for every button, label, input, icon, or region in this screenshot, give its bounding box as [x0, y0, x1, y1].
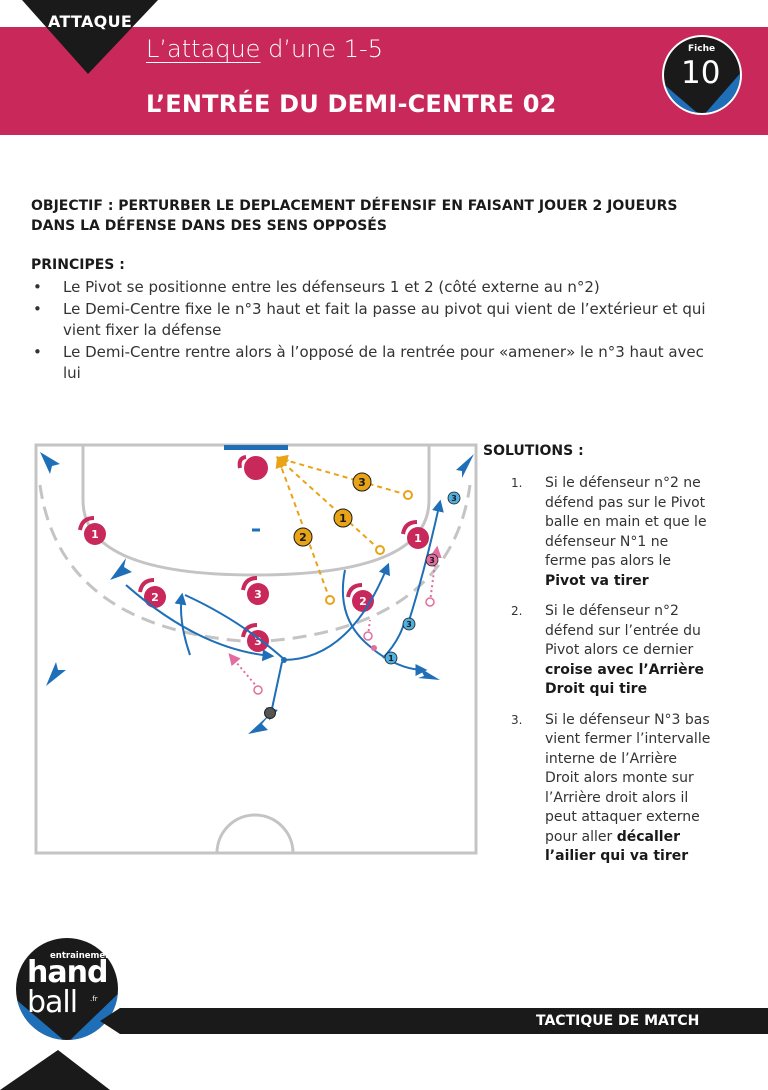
- solutions-list: 1.Si le défenseur n°2 ne défend pas sur …: [511, 474, 711, 878]
- svg-text:1: 1: [388, 654, 394, 663]
- attacker-right-wing-icon: [456, 454, 474, 478]
- logo-small-text: entrainement: [50, 951, 116, 961]
- def-label: 2: [151, 591, 159, 604]
- free-throw-line: [38, 484, 472, 644]
- def-label: 1: [414, 532, 422, 545]
- header-banner: [0, 27, 768, 135]
- principes-list: •Le Pivot se positionne entre les défens…: [31, 277, 711, 385]
- logo-fr-text: .fr: [90, 995, 98, 1003]
- goal: [224, 445, 288, 450]
- player-moves: [125, 499, 444, 721]
- page-subtitle: L’attaque d’une 1-5: [146, 35, 383, 63]
- def-label: 2: [359, 595, 367, 608]
- solution-item: 2.Si le défenseur n°2 défend sur l’entré…: [511, 603, 705, 697]
- footer-label: TACTIQUE DE MATCH: [536, 1013, 700, 1029]
- attacker-right-back-icon: [418, 668, 440, 680]
- defender-1-left: [78, 516, 106, 545]
- ball-icon: [264, 707, 276, 719]
- svg-text:1: 1: [339, 512, 347, 525]
- attaque-corner-tab: [22, 0, 158, 74]
- def-label: 3: [254, 588, 262, 601]
- defender-3-top: [241, 576, 269, 605]
- principes-title: PRINCIPES :: [31, 257, 125, 273]
- attacker-left-back-icon: [110, 558, 132, 580]
- pass-labels: 2 1 3: [293, 472, 372, 547]
- defender-2-right: [346, 583, 374, 612]
- attacker-center-back-icon: [248, 712, 272, 734]
- def-label: 1: [91, 528, 99, 541]
- principe-item: •Le Pivot se positionne entre les défens…: [33, 278, 600, 296]
- goalkeeper: [237, 455, 268, 480]
- subtitle-underlined: L’attaque: [146, 35, 261, 63]
- fiche-badge: [662, 35, 742, 115]
- attackers: [40, 452, 474, 734]
- principe-item: •Le Demi-Centre fixe le n°3 haut et fait…: [33, 300, 706, 339]
- defender-2-left: [138, 578, 166, 608]
- solution-item: 3.Si le défenseur N°3 bas vient fermer l…: [511, 711, 711, 865]
- logo-hand-text: hand: [27, 955, 108, 990]
- move-markers: 3 3 1 3: [384, 491, 461, 665]
- principe-item: •Le Demi-Centre rentre alors à l’opposé …: [33, 343, 704, 382]
- subtitle-rest: d’une 1-5: [260, 35, 383, 63]
- footer-bar: [0, 1008, 768, 1090]
- defenders: [78, 516, 429, 652]
- defender-3-bottom: [241, 623, 269, 652]
- defender-1-right: [401, 520, 429, 549]
- page-title: L’ENTRÉE DU DEMI-CENTRE 02: [146, 90, 557, 118]
- solution-item: 1.Si le défenseur n°2 ne défend pas sur …: [511, 475, 707, 589]
- svg-text:3: 3: [358, 476, 366, 489]
- corner-label: ATTAQUE: [48, 12, 133, 31]
- handball-logo: [16, 938, 118, 1040]
- svg-text:2: 2: [299, 531, 307, 544]
- objectif-text: OBJECTIF : PERTURBER LE DEPLACEMENT DÉFE…: [31, 198, 678, 234]
- svg-text:3: 3: [429, 556, 435, 565]
- def-label: 3: [254, 635, 262, 648]
- court-diagram: 1 2 3 3 2 1 2 1 3: [34, 443, 478, 855]
- fiche-label: Fiche: [688, 44, 716, 54]
- fiche-number: 10: [681, 55, 721, 91]
- svg-text:3: 3: [451, 494, 457, 503]
- center-circle: [215, 813, 295, 854]
- attacker-left-wing-icon: [40, 452, 60, 474]
- svg-text:3: 3: [406, 620, 412, 629]
- solutions-title: SOLUTIONS :: [483, 443, 584, 459]
- logo-ball-text: ball: [27, 985, 78, 1020]
- attacker-pivot-icon: [46, 662, 66, 686]
